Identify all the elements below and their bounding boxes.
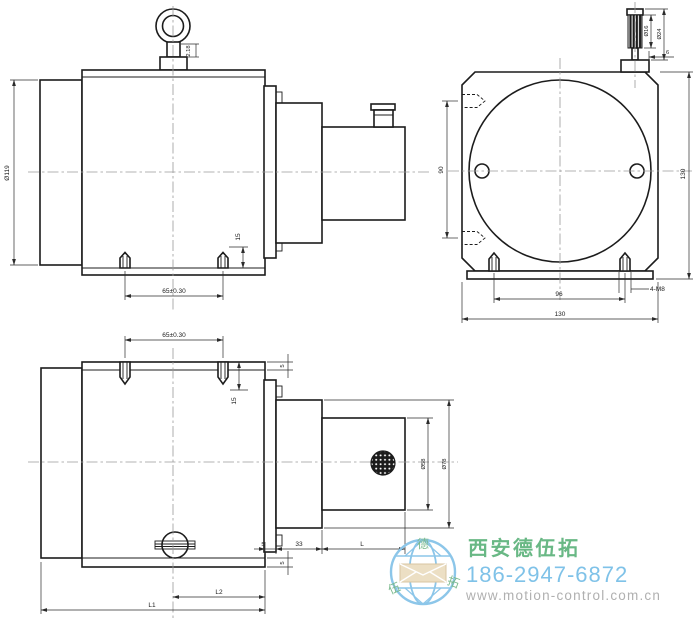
dim-connector-offset: 6 [648,50,674,62]
dim-label: 96 [555,291,563,298]
dim-label: 15 [235,233,242,241]
globe-character: 德 [417,536,429,551]
boss-block [275,102,323,244]
dim-label: 130 [680,168,687,179]
view-top-side: Ø119 2.18 15 65±0.30 [4,6,432,312]
dim-label: Ø16 [644,26,650,37]
dim-foot-hole-spacing: 96 [493,273,626,303]
dim-shaft-diameter: Ø58 [407,417,433,511]
dim-label: 6 [666,50,669,56]
dim-eyebolt-boss: 2.18 [181,43,199,58]
foot-stud-front [619,251,631,272]
dim-top-plate: 5 [267,354,293,378]
rear-cap [39,79,83,266]
dim-foot-spacing: 65±0.30 [124,271,224,300]
view-front: Ø16 Ø24 6 90 130 [438,2,693,323]
main-body [81,361,266,568]
side-screw [461,94,486,108]
dim-label: 33 [295,541,303,548]
flange-plate [263,379,277,553]
cable-gland-side [370,103,396,128]
dim-label: 5 [261,542,264,548]
dim-body-height: 130 [656,71,693,280]
dim-label: Ø58 [421,459,427,470]
boss-block [275,399,323,529]
watermark-website: www.motion-control.com.cn [465,588,661,603]
dim-mounting-thread: 4-M8 [618,272,665,293]
view-bottom-side: 65±0.30 5 15 5 33 L [28,332,458,620]
dim-foot-height: 15 [229,233,248,269]
dim-foot-height: 15 [230,361,248,405]
screw-plug [154,531,196,559]
watermark: 德 伍 拓 西安德伍拓 186-2947-6872 www.motion-con… [386,536,661,606]
watermark-phone: 186-2947-6872 [466,562,628,587]
dim-label: Ø119 [4,165,11,181]
foot-stud [119,361,131,386]
dim-bottom-plate: 5 [267,551,293,575]
dim-label: 15 [231,397,238,405]
rear-cap [40,367,83,559]
dim-label: 5 [280,561,286,564]
foot-stud-front [488,251,500,272]
watermark-company: 西安德伍拓 [468,536,581,560]
dim-foot-spacing: 65±0.30 [124,332,224,358]
main-body [81,69,266,276]
globe-character: 拓 [445,574,461,591]
dim-label: 65±0.30 [162,332,186,339]
dim-label: 2.18 [186,45,192,56]
dim-flange-boss-shaft: 5 33 L [254,512,406,554]
globe-character: 伍 [386,580,403,598]
foot-stud [119,251,131,269]
dim-label: Ø78 [442,459,448,470]
dim-l1: L1 [40,562,266,614]
foot-stud [217,361,229,386]
dim-boss-diameter: Ø78 [324,399,454,529]
side-screw [461,231,486,245]
dim-label: L [360,541,364,548]
dim-label: 5 [280,364,286,367]
dim-side-screw-spacing: 90 [438,100,458,239]
foot-stud [217,251,229,269]
dim-label: L2 [215,589,223,596]
dim-label: L1 [148,602,156,609]
dim-label: 130 [555,311,566,318]
dim-l2: L2 [172,570,266,601]
dim-body-diameter: Ø119 [4,79,38,266]
dim-connector-outer: Ø24 [645,8,668,61]
dim-label: 4-M8 [650,286,665,293]
dim-label: 90 [438,166,445,174]
dim-connector-inner: Ø16 [644,14,656,49]
dim-label: 65±0.30 [162,288,186,295]
dim-body-width: 130 [461,282,659,323]
dim-label: Ø24 [657,28,663,40]
shaft-block [321,126,406,221]
cable-exit-knurl [370,450,396,476]
globe-logo-icon: 德 伍 拓 [386,536,461,606]
